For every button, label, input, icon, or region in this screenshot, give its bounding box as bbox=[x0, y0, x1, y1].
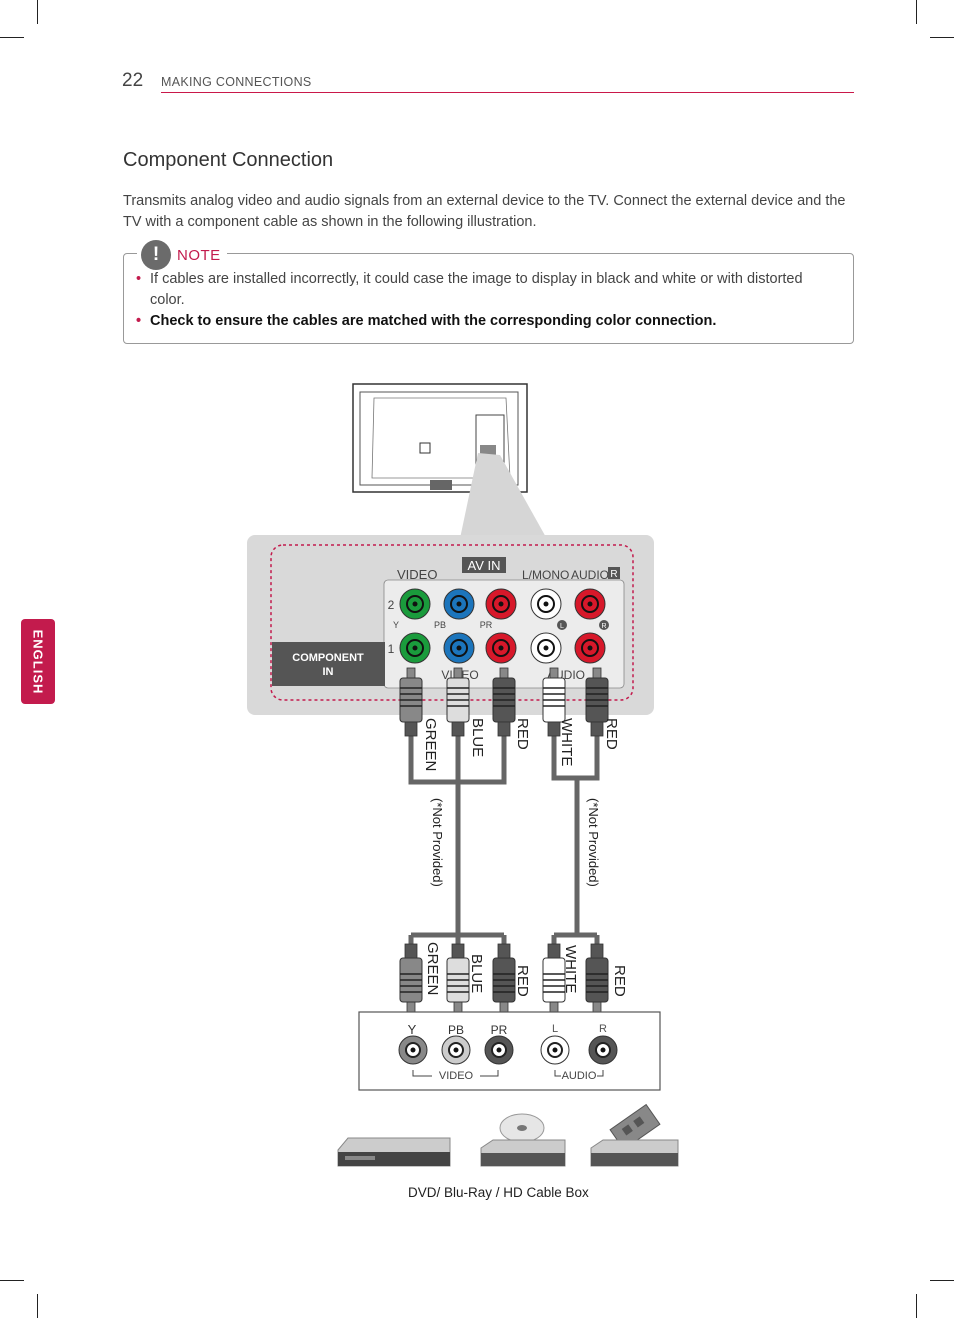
jack-pr-row1[interactable] bbox=[485, 632, 517, 664]
jack-pb-label: PB bbox=[434, 620, 446, 630]
l-badge: L bbox=[560, 623, 564, 630]
plug-green-bottom bbox=[399, 943, 423, 1013]
cable-box-illustration bbox=[590, 1103, 679, 1167]
exclamation-icon: ! bbox=[141, 240, 171, 270]
note-box bbox=[123, 253, 854, 344]
label-red-bottom: RED bbox=[514, 965, 531, 997]
jack-audio-l-row2[interactable] bbox=[530, 588, 562, 620]
jack-audio-r-row2[interactable] bbox=[574, 588, 606, 620]
plug-blue-bottom bbox=[446, 943, 470, 1013]
jack-y-label: Y bbox=[393, 620, 399, 630]
jack-pb-row2[interactable] bbox=[443, 588, 475, 620]
device-jack-audio-l[interactable] bbox=[540, 1035, 570, 1065]
device-jack-audio-r[interactable] bbox=[588, 1035, 618, 1065]
crop-mark bbox=[930, 1280, 954, 1281]
jack-audio-l-row1[interactable] bbox=[530, 632, 562, 664]
av-in-label: AV IN bbox=[468, 558, 501, 573]
bluray-player-illustration bbox=[480, 1113, 566, 1167]
label-red-audio-bottom: RED bbox=[611, 965, 628, 997]
jack-pr-row2[interactable] bbox=[485, 588, 517, 620]
note-header: ! NOTE bbox=[137, 240, 227, 270]
note-list: If cables are installed incorrectly, it … bbox=[136, 269, 836, 332]
dvd-player-illustration bbox=[337, 1137, 451, 1167]
device-audio-label: AUDIO bbox=[562, 1070, 597, 1082]
note-label: NOTE bbox=[177, 246, 221, 264]
device-l-label: L bbox=[552, 1023, 558, 1035]
lmono-label: L/MONO bbox=[522, 568, 569, 582]
plug-red-top bbox=[492, 667, 516, 737]
page-number: 22 bbox=[122, 70, 144, 91]
intro-paragraph: Transmits analog video and audio signals… bbox=[123, 193, 846, 230]
crop-mark bbox=[37, 1294, 38, 1318]
label-blue-bottom: BLUE bbox=[468, 954, 485, 993]
jack-pb-row1[interactable] bbox=[443, 632, 475, 664]
section-title: MAKING CONNECTIONS bbox=[161, 75, 312, 89]
jack-y-row1[interactable] bbox=[399, 632, 431, 664]
device-pb-label: PB bbox=[448, 1023, 464, 1037]
component-in-label: IN bbox=[323, 666, 334, 678]
row2-label: 2 bbox=[388, 598, 395, 612]
label-blue-top: BLUE bbox=[469, 718, 486, 757]
plug-green-top bbox=[399, 667, 423, 737]
jack-y-row2[interactable] bbox=[399, 588, 431, 620]
note-item: Check to ensure the cables are matched w… bbox=[136, 311, 836, 332]
video-top-label: VIDEO bbox=[397, 567, 437, 582]
plug-blue-top bbox=[446, 667, 470, 737]
label-green-bottom: GREEN bbox=[424, 942, 441, 995]
label-red-audio-top: RED bbox=[603, 718, 620, 750]
plug-white-bottom bbox=[542, 943, 566, 1013]
row1-label: 1 bbox=[388, 642, 395, 656]
plug-red-audio-bottom bbox=[585, 943, 609, 1013]
device-jack-pr[interactable] bbox=[484, 1035, 514, 1065]
crop-mark bbox=[916, 0, 917, 24]
crop-mark bbox=[0, 1280, 24, 1281]
page-title: Component Connection bbox=[123, 149, 334, 171]
device-jack-pb[interactable] bbox=[441, 1035, 471, 1065]
component-in-label: COMPONENT bbox=[292, 652, 364, 664]
device-video-label: VIDEO bbox=[439, 1070, 474, 1082]
label-white-top: WHITE bbox=[558, 718, 575, 766]
label-not-provided-audio: (*Not Provided) bbox=[586, 798, 601, 887]
device-jack-y[interactable] bbox=[398, 1035, 428, 1065]
crop-mark bbox=[37, 0, 38, 24]
label-red-top: RED bbox=[514, 718, 531, 750]
crop-mark bbox=[916, 1294, 917, 1318]
audio-top-label: AUDIO bbox=[571, 568, 609, 582]
device-caption: DVD/ Blu-Ray / HD Cable Box bbox=[408, 1185, 589, 1200]
note-item: If cables are installed incorrectly, it … bbox=[136, 269, 836, 311]
plug-red-bottom bbox=[492, 943, 516, 1013]
label-not-provided-video: (*Not Provided) bbox=[430, 798, 445, 887]
crop-mark bbox=[930, 37, 954, 38]
device-pr-label: PR bbox=[491, 1023, 508, 1037]
r-badge: R bbox=[610, 569, 617, 580]
language-tab: ENGLISH bbox=[21, 619, 55, 704]
device-r-label: R bbox=[599, 1023, 607, 1035]
header-rule bbox=[161, 92, 854, 93]
label-green-top: GREEN bbox=[422, 718, 439, 771]
crop-mark bbox=[0, 37, 24, 38]
label-white-bottom: WHITE bbox=[562, 945, 579, 993]
jack-audio-r-row1[interactable] bbox=[574, 632, 606, 664]
device-y-label: Y bbox=[408, 1022, 417, 1037]
r-badge-2: R bbox=[601, 623, 606, 630]
jack-pr-label: PR bbox=[480, 620, 493, 630]
